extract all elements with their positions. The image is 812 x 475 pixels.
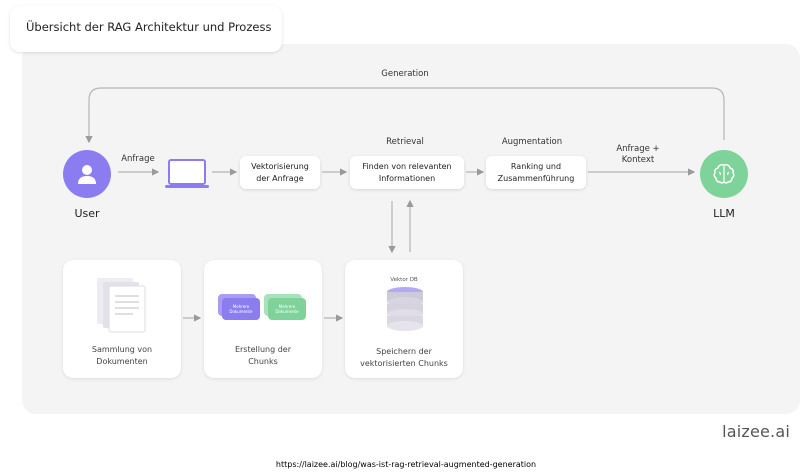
sammlung-caption: Sammlung von Dokumenten [91, 345, 153, 366]
erstellung-caption: Erstellung der Chunks [234, 345, 292, 366]
source-url: https://laizee.ai/blog/was-ist-rag-retri… [275, 460, 537, 469]
user-label: User [74, 207, 100, 220]
generation-arrow [85, 87, 725, 144]
augmentation-label: Augmentation [501, 137, 563, 147]
finden-text: Finden von relevanten Informationen [362, 161, 452, 183]
ranking-text: Ranking und Zusammenführung [497, 161, 575, 183]
laptop-icon [165, 159, 209, 188]
llm-avatar [700, 150, 748, 198]
vektor-db-label: Vektor DB [390, 277, 418, 283]
database-icon [387, 287, 423, 331]
user-avatar [63, 150, 111, 198]
diagram-title: Übersicht der RAG Architektur und Prozes… [26, 20, 272, 34]
speichern-card: Vektor DB Speichern der vektorisierten C… [345, 260, 463, 378]
sammlung-card: Sammlung von Dokumenten [63, 260, 181, 378]
user-icon [78, 165, 96, 184]
chunk-purple: Mehrere Dokumente [222, 298, 260, 320]
llm-label: LLM [713, 207, 735, 220]
finden-box: Finden von relevanten Informationen [350, 156, 464, 189]
generation-label: Generation [381, 69, 429, 79]
vektorisierung-box: Vektorisierung der Anfrage [240, 156, 320, 189]
brand-logo: laizee.ai [722, 422, 790, 441]
title-card: Übersicht der RAG Architektur und Prozes… [10, 6, 282, 52]
brain-icon [713, 164, 735, 184]
anfrage-label: Anfrage [121, 154, 155, 164]
erstellung-card: Mehrere Dokumente Mehrere Dokumente Erst… [204, 260, 322, 378]
chunk-green: Mehrere Dokumente [268, 298, 306, 320]
retrieval-label: Retrieval [386, 137, 424, 147]
ranking-box: Ranking und Zusammenführung [486, 156, 586, 189]
documents-icon [97, 278, 146, 333]
speichern-caption: Speichern der vektorisierten Chunks [360, 347, 448, 368]
vektorisierung-text: Vektorisierung der Anfrage [251, 161, 309, 183]
anfrage-kontext-label: Anfrage + Kontext [616, 144, 660, 165]
